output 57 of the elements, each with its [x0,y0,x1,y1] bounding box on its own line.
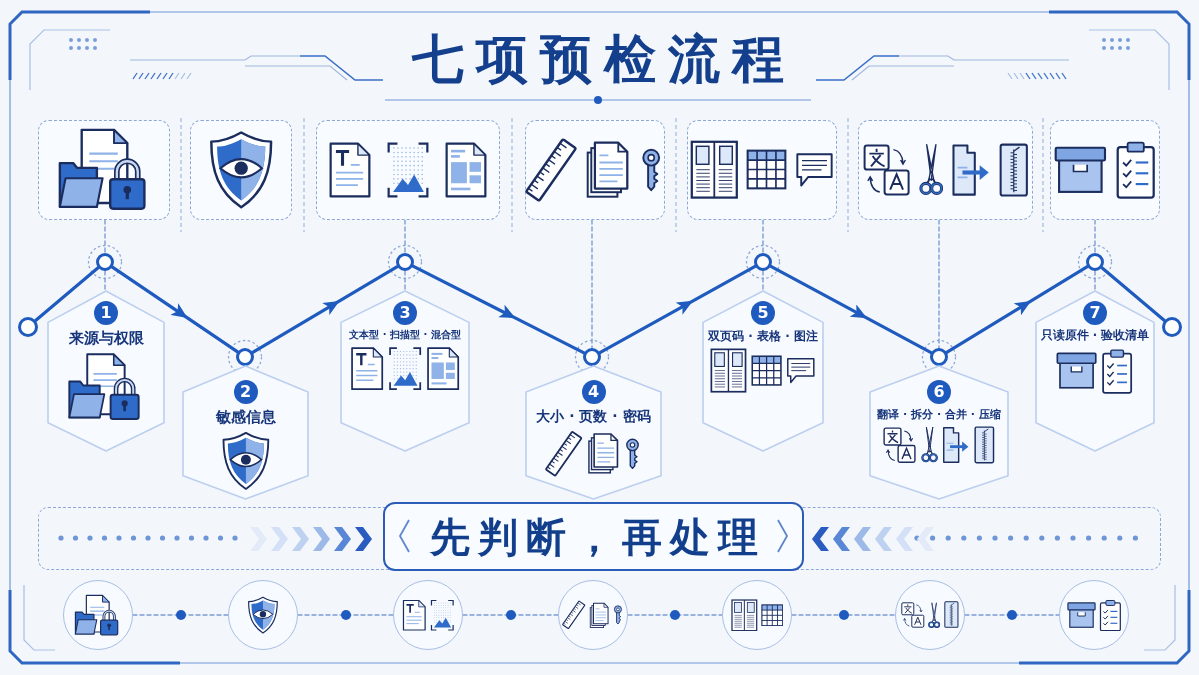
step-label: 敏感信息 [215,408,276,426]
step-hexagon [702,290,824,452]
node-circle [583,348,601,366]
dashed-line [104,270,106,292]
arrow [411,264,586,355]
step-label: 翻译 · 拆分 · 合并 · 压缩 [877,408,1001,422]
icon-panel [687,120,837,220]
node-circle [1086,253,1104,271]
node-circle [754,253,772,271]
dashed-line [104,219,106,254]
step-hexagon [525,365,662,500]
banner-box [383,502,804,571]
dashed-line [1094,270,1096,291]
title: 七项预检流程 [410,30,796,88]
dashed-line [297,614,394,616]
connector-line [1100,266,1166,323]
step-hexagon [869,365,1009,500]
arrow [110,265,240,354]
step-label: 来源与权限 [68,329,144,347]
node-circle [930,348,948,366]
arrow [769,264,933,355]
dashed-line [762,219,764,254]
dashed-line [762,270,764,291]
connector-line [34,266,100,323]
step-label: 双页码 · 表格 · 图注 [708,329,818,344]
dashed-line [627,614,723,616]
step-hexagon [1035,290,1155,452]
node-circle [96,253,114,271]
step-label: 大小 · 页数 · 密码 [536,408,651,425]
dashed-line [791,614,896,616]
arrow [945,265,1089,354]
step-hexagon [340,290,470,452]
node-circle [18,317,38,337]
icon-panel [1050,120,1160,220]
step-label: 只读原件 · 验收清单 [1040,329,1150,343]
banner-text: 先判断，再处理 [428,513,766,560]
arrow [598,264,757,355]
dashed-line [132,614,229,616]
arrow [251,265,399,354]
dashed-line [1094,219,1096,254]
node-circle [1162,317,1182,337]
icon-panel [858,120,1033,220]
step-label: 文本型 · 扫描型 · 混合型 [349,329,461,341]
step-hexagon [47,290,165,452]
icon-panel [525,120,665,220]
dashed-line [964,614,1060,616]
dashed-line [462,614,559,616]
node-circle [396,253,414,271]
icon-panel [190,120,292,220]
icon-panel [316,120,500,220]
dashed-line [938,219,940,349]
icon-panel [38,120,170,220]
step-hexagon [182,365,309,500]
dashed-line [591,219,593,349]
node-circle [236,348,254,366]
dashed-line [404,219,406,254]
dashed-line [404,270,406,291]
